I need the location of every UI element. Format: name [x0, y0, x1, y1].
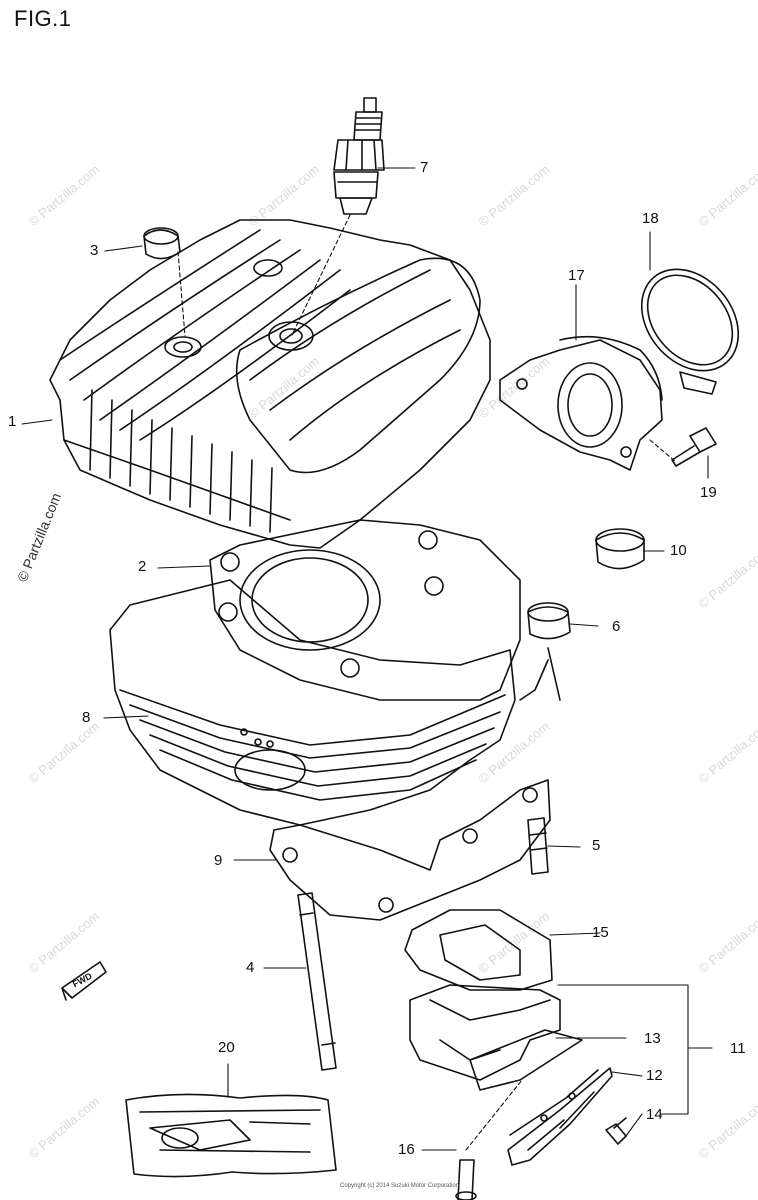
callout-10: 10	[670, 542, 687, 559]
stud-bolt-short	[527, 817, 549, 875]
bolt	[671, 427, 717, 467]
callout-18: 18	[642, 210, 659, 227]
callout-9: 9	[214, 852, 223, 869]
cylinder-head	[49, 219, 491, 549]
nut	[519, 602, 571, 701]
leader-lines	[21, 167, 713, 1151]
callout-20: 20	[218, 1039, 235, 1056]
hose-clamp	[640, 268, 740, 395]
stud-bolt-long	[297, 892, 337, 1071]
callout-1: 1	[8, 413, 17, 430]
reed-valve-gasket	[404, 909, 553, 991]
callout-15: 15	[592, 924, 609, 941]
reed-stopper	[507, 1067, 613, 1166]
callout-8: 8	[82, 709, 91, 726]
cap	[595, 528, 645, 570]
callout-13: 13	[644, 1030, 661, 1047]
base-gasket	[269, 779, 551, 921]
callout-12: 12	[646, 1067, 663, 1084]
intake-pipe	[499, 335, 663, 471]
reed-petal	[469, 1029, 583, 1091]
callout-7: 7	[420, 159, 429, 176]
figure-title: FIG.1	[14, 6, 72, 31]
bolt	[455, 1159, 477, 1200]
callout-11: 11	[730, 1040, 746, 1057]
callout-6: 6	[612, 618, 621, 635]
callout-19: 19	[700, 484, 717, 501]
callout-3: 3	[90, 242, 99, 259]
spark-plug	[333, 97, 385, 215]
gasket-set-bag	[125, 1093, 337, 1178]
callout-5: 5	[592, 837, 601, 854]
screw	[605, 1117, 627, 1145]
callout-14: 14	[646, 1106, 663, 1123]
copyright-footer: Copyright (c) 2014 Suzuki Motor Corporat…	[340, 1183, 460, 1189]
head-gasket	[209, 519, 521, 701]
callout-16: 16	[398, 1141, 415, 1158]
callout-2: 2	[138, 558, 147, 575]
callout-17: 17	[568, 267, 585, 284]
callout-4: 4	[246, 959, 255, 976]
cap-nut	[143, 227, 181, 260]
cylinder	[109, 579, 516, 826]
fwd-arrow-icon	[61, 961, 107, 1001]
